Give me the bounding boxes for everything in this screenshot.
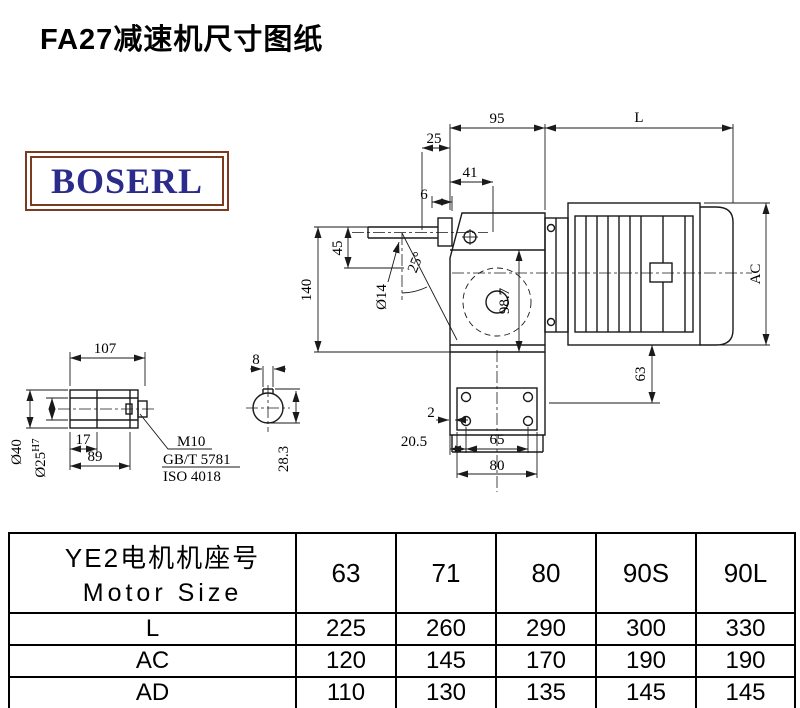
motor-size-table: YE2电机机座号 Motor Size 63 71 80 90S 90L L 2… (8, 532, 796, 708)
dim-L-label: L (634, 110, 643, 126)
table-row-AD: AD 110 130 135 145 145 (8, 676, 796, 708)
motor-size-63: 63 (295, 532, 397, 614)
header-label-en: Motor Size (82, 579, 243, 607)
motor-outline (544, 202, 734, 346)
dim-89-label: 89 (88, 449, 103, 465)
cell-AD-63: 110 (295, 676, 397, 708)
dim-41-label: 41 (463, 165, 478, 181)
gearbox-angle-face-line (401, 229, 478, 341)
motor-size-header-cell: YE2电机机座号 Motor Size (8, 532, 297, 614)
gear-pitch-circle (462, 267, 532, 337)
brand-logo-inner-border: BOSERL (30, 156, 224, 206)
dim-80-label: 80 (490, 458, 505, 474)
dim-AC-label: AC (748, 264, 764, 285)
dim-20-5-label: 20.5 (401, 434, 427, 450)
dim-dia40-label: Ø40 (9, 439, 25, 465)
cell-L-71: 260 (395, 612, 497, 646)
dim-45-label: 45 (330, 241, 346, 256)
motor-size-80: 80 (495, 532, 597, 614)
callout-gbt5781-label: GB/T 5781 (163, 452, 231, 468)
dim-dia25h7-label: Ø25H7 (30, 438, 49, 478)
table-header-row: YE2电机机座号 Motor Size 63 71 80 90S 90L (8, 532, 796, 614)
dim-95-label: 95 (490, 111, 505, 127)
dim-2-label: 2 (427, 405, 435, 421)
table-row-L: L 225 260 290 300 330 (8, 612, 796, 646)
page-title: FA27减速机尺寸图纸 (40, 24, 324, 56)
motor-size-90L: 90L (695, 532, 796, 614)
cell-L-90S: 300 (595, 612, 697, 646)
dim-angle25-label: 25° (405, 250, 428, 275)
cell-AD-90S: 145 (595, 676, 697, 708)
cell-L-63: 225 (295, 612, 397, 646)
callout-iso4018-label: ISO 4018 (163, 469, 221, 485)
brand-logo-text: BOSERL (50, 161, 204, 201)
centerlines (58, 232, 752, 492)
dimension-drawing: 95 L 25 41 6 45 140 Ø14 25° 98.7 AC 63 2… (9, 110, 770, 492)
extension-lines (26, 124, 770, 478)
motor-size-90S: 90S (595, 532, 697, 614)
row-label-AD: AD (8, 676, 297, 708)
cell-AC-71: 145 (395, 644, 497, 678)
cell-AC-90S: 190 (595, 644, 697, 678)
cell-L-80: 290 (495, 612, 597, 646)
dim-98-7-label: 98.7 (497, 287, 513, 314)
cell-AC-80: 170 (495, 644, 597, 678)
dim-28-3-label: 28.3 (276, 446, 292, 472)
dimension-labels: 95 L 25 41 6 45 140 Ø14 25° 98.7 AC 63 2… (9, 110, 764, 485)
callout-m10-label: M10 (177, 434, 205, 450)
brand-logo-box: BOSERL (25, 151, 229, 211)
header-label-cn: YE2电机机座号 (64, 543, 261, 573)
cell-AC-63: 120 (295, 644, 397, 678)
cell-AD-80: 135 (495, 676, 597, 708)
dim-63-label: 63 (633, 367, 649, 382)
dim-8-label: 8 (252, 352, 260, 368)
dim-25-label: 25 (427, 131, 442, 147)
dim-107-label: 107 (94, 341, 117, 357)
dim-dia14-label: Ø14 (374, 284, 390, 310)
dim-17-label: 17 (76, 432, 92, 448)
dim-140-label: 140 (299, 279, 315, 302)
cell-AD-71: 130 (395, 676, 497, 708)
dimension-lines (26, 124, 770, 478)
gearbox-outline (367, 212, 546, 453)
dim-6-label: 6 (420, 187, 428, 203)
row-label-L: L (8, 612, 297, 646)
cell-L-90L: 330 (695, 612, 796, 646)
row-label-AC: AC (8, 644, 297, 678)
cell-AD-90L: 145 (695, 676, 796, 708)
dim-65-label: 65 (490, 432, 505, 448)
cell-AC-90L: 190 (695, 644, 796, 678)
table-row-AC: AC 120 145 170 190 190 (8, 644, 796, 678)
motor-size-71: 71 (395, 532, 497, 614)
